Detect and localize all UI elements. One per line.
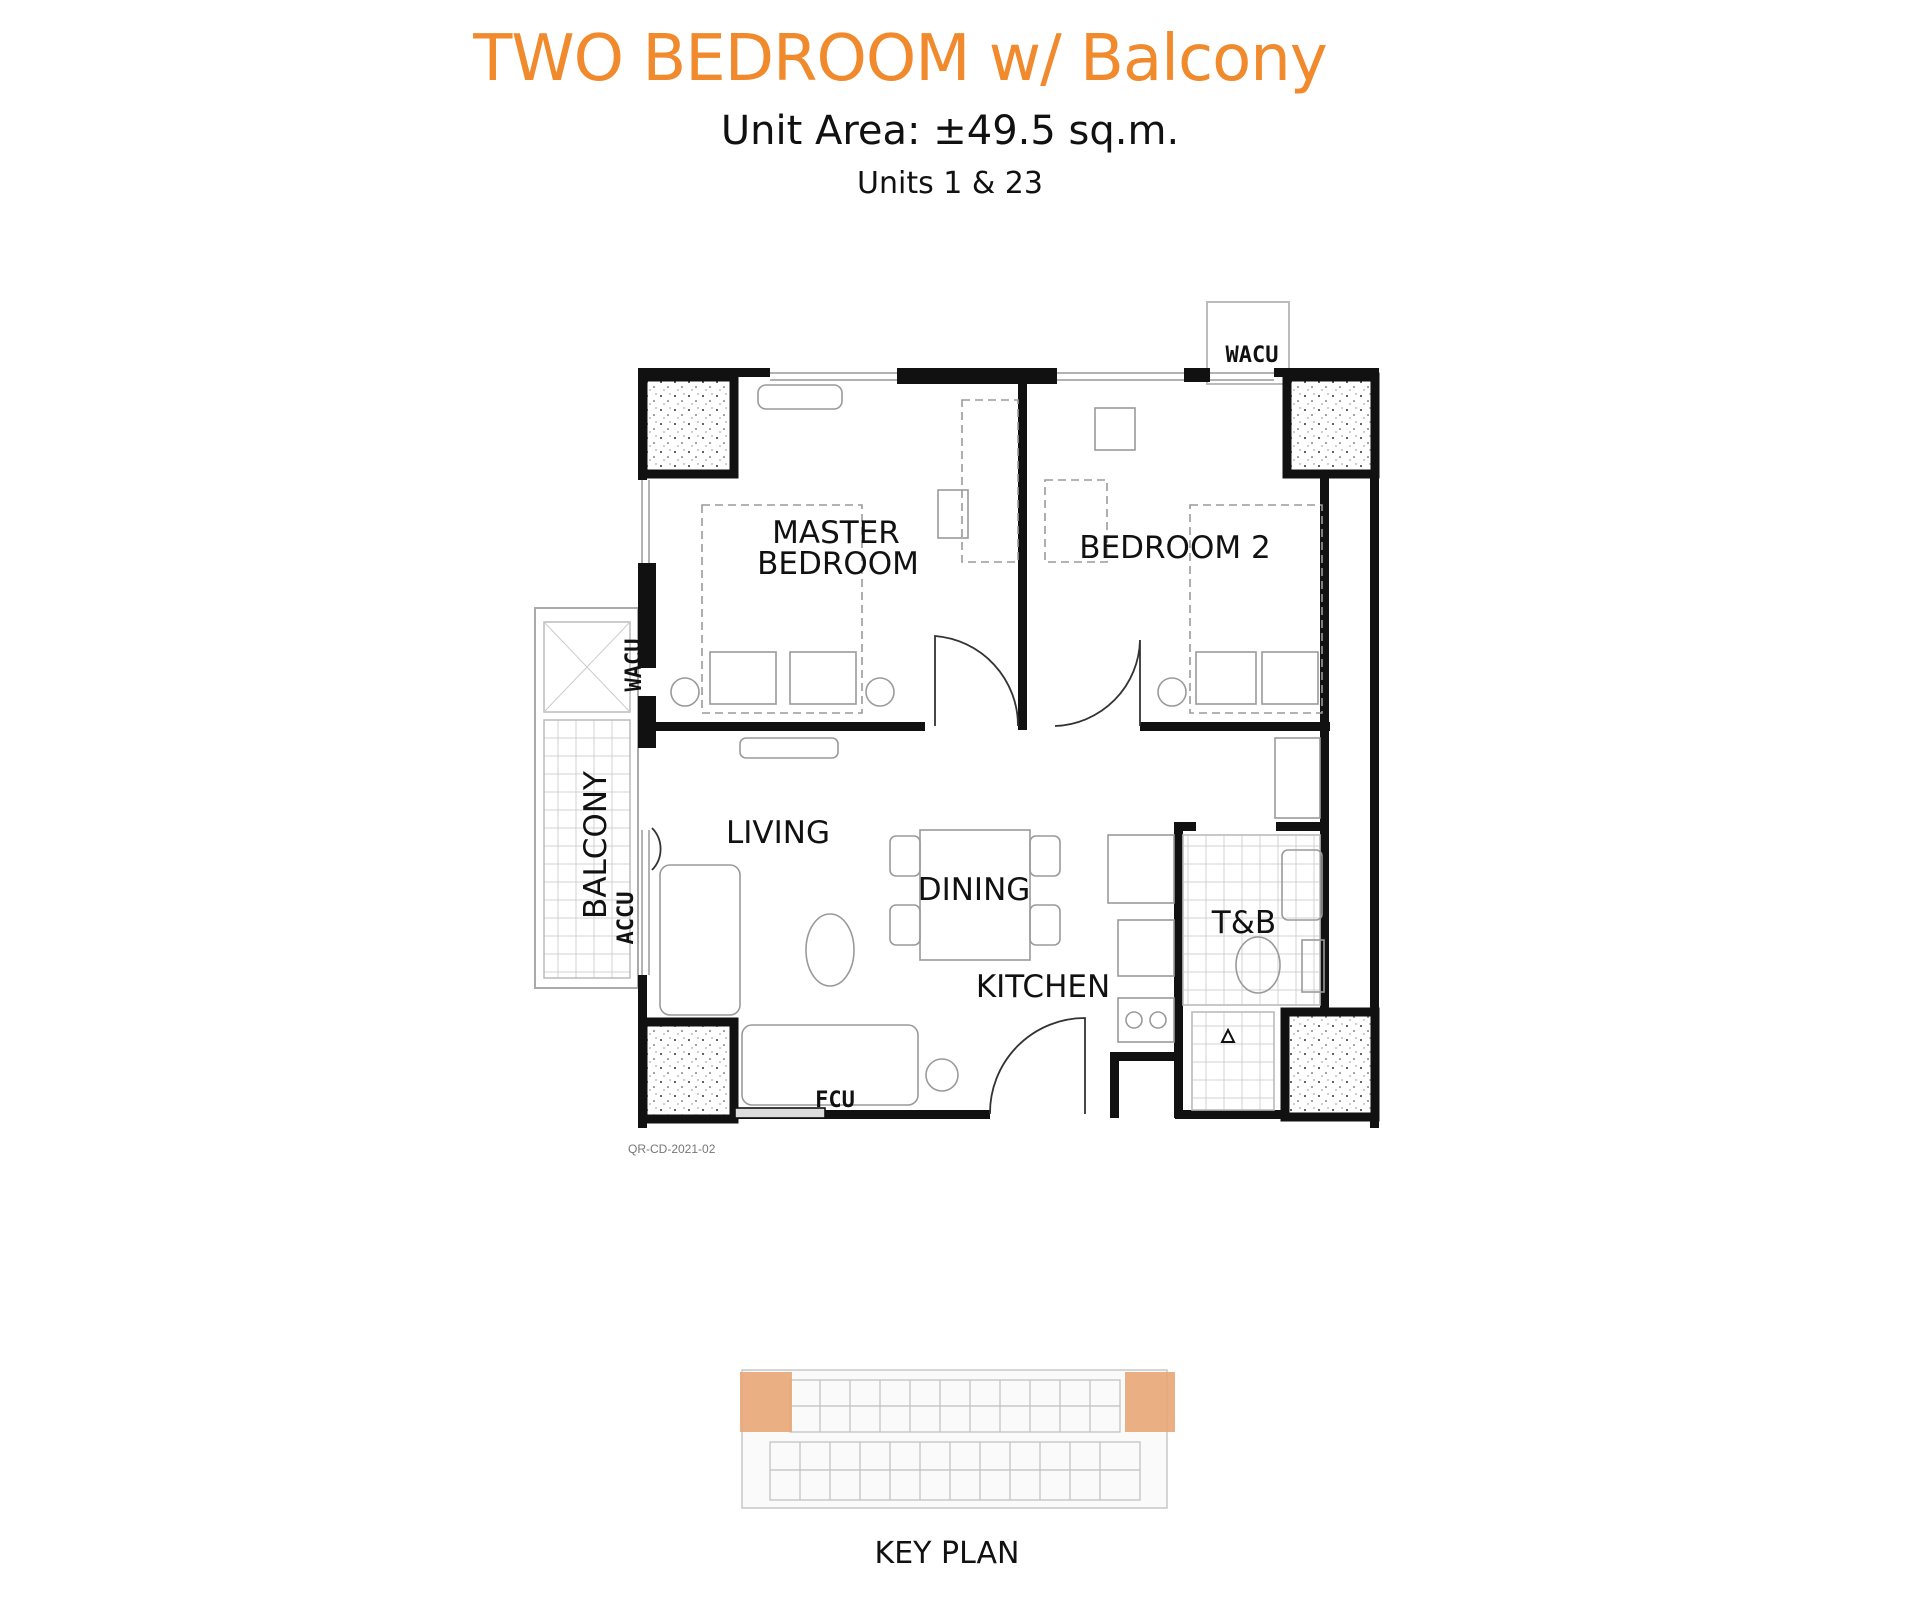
label-dining: DINING (918, 872, 1031, 908)
unit-numbers: Units 1 & 23 (857, 166, 1043, 201)
furniture (659, 384, 1325, 1119)
balcony-area (534, 607, 639, 989)
key-plan-unit-1 (740, 1372, 792, 1432)
label-master-line2: BEDROOM (757, 546, 919, 582)
doors (651, 635, 1141, 1115)
columns (638, 372, 1380, 1124)
label-accu: ACCU (614, 892, 639, 945)
unit-area-label: Unit Area: (720, 108, 921, 154)
windows (641, 372, 1274, 975)
label-master-line1: MASTER (772, 515, 900, 551)
key-plan-label: KEY PLAN (874, 1536, 1020, 1571)
label-living: LIVING (726, 815, 830, 851)
drawing-code: QR-CD-2021-02 (628, 1142, 716, 1156)
label-fcu: FCU (815, 1088, 855, 1113)
label-wacu-left: WACU (622, 639, 647, 692)
label-balcony: BALCONY (578, 771, 614, 919)
unit-area: Unit Area: ±49.5 sq.m. (0, 108, 1900, 154)
label-bedroom2: BEDROOM 2 (1079, 530, 1270, 566)
unit-area-value: ±49.5 sq.m. (933, 108, 1180, 154)
key-plan (740, 1369, 1175, 1509)
room-labels: MASTER BEDROOM BEDROOM 2 LIVING DINING K… (578, 343, 1278, 1113)
plan-title: TWO BEDROOM w/ Balcony (473, 22, 1327, 96)
label-kitchen: KITCHEN (976, 969, 1110, 1005)
label-wacu-top: WACU (1226, 343, 1279, 368)
key-plan-unit-23 (1125, 1372, 1175, 1432)
wacu-top-box (1206, 301, 1290, 385)
label-tb: T&B (1211, 905, 1276, 941)
